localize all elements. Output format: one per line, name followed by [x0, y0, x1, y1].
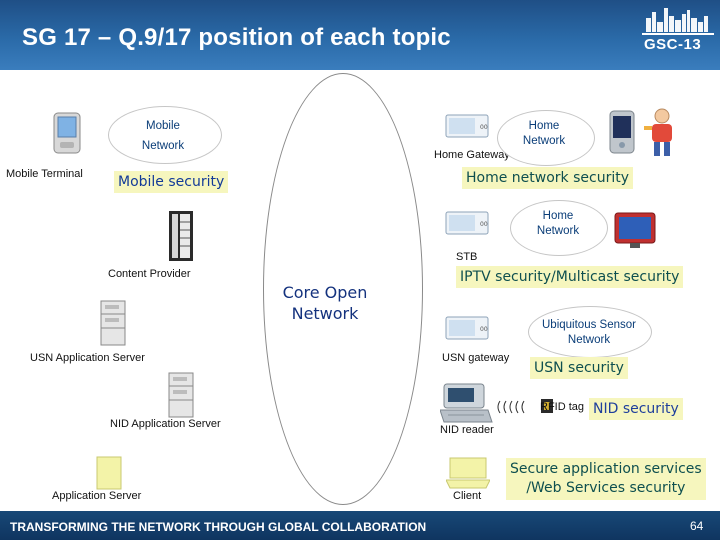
home-network-2-label-1: Home — [542, 210, 574, 222]
client-label: Client — [453, 490, 482, 502]
mobile-terminal-label: Mobile Terminal — [6, 168, 83, 180]
home-gateway-icon: 00 — [445, 114, 489, 138]
home-network-1-label-1: Home — [528, 120, 560, 132]
rfid-tag-label: RFID tag — [540, 401, 585, 413]
usn-cloud-label-2: Network — [567, 334, 611, 346]
mobile-network-cloud — [108, 106, 222, 164]
stb-label: STB — [456, 251, 478, 263]
content-provider-server-icon — [169, 211, 193, 261]
secure-app-line-2: /Web Services security — [526, 480, 686, 496]
home-network-cloud-1 — [497, 110, 595, 166]
svg-text:00: 00 — [480, 326, 488, 333]
svg-text:00: 00 — [480, 124, 488, 131]
home-network-cloud-2 — [510, 200, 608, 256]
usn-app-server-icon — [100, 300, 126, 346]
iptv-security-label: IPTV security/Multicast security — [456, 266, 684, 288]
home-network-security-label: Home network security — [462, 167, 633, 189]
content-provider-label: Content Provider — [108, 268, 191, 280]
home-network-1-label-2: Network — [522, 135, 566, 147]
home-network-2-label-2: Network — [536, 225, 580, 237]
core-network-ellipse — [263, 73, 423, 505]
tv-icon — [614, 212, 656, 248]
footer-tagline: TRANSFORMING THE NETWORK THROUGH GLOBAL … — [10, 520, 427, 534]
client-icon — [446, 457, 490, 489]
footer-bar: TRANSFORMING THE NETWORK THROUGH GLOBAL … — [0, 511, 720, 540]
header-bar: SG 17 – Q.9/17 position of each topic GS… — [0, 0, 720, 70]
usn-cloud-label-1: Ubiquitous Sensor — [542, 319, 636, 331]
nid-security-label: NID security — [589, 398, 683, 420]
usn-app-server-label: USN Application Server — [30, 352, 145, 364]
app-server-label: Application Server — [52, 490, 142, 502]
app-server-icon — [96, 456, 122, 490]
mobile-security-label: Mobile security — [114, 171, 229, 193]
person-icon — [644, 108, 672, 156]
nid-app-server-icon — [168, 372, 194, 418]
secure-app-line-1: Secure application services — [510, 461, 702, 477]
usn-gateway-icon: 00 — [445, 316, 489, 340]
page-number: 64 — [690, 519, 704, 533]
gsc-logo-icon — [642, 8, 714, 35]
remote-device-icon — [609, 110, 635, 154]
mobile-network-label-1: Mobile — [146, 120, 180, 132]
nid-reader-icon — [440, 383, 493, 423]
stb-icon: 00 — [445, 211, 489, 235]
pda-icon — [53, 112, 81, 154]
home-gateway-label: Home Gateway — [434, 149, 510, 161]
logo-text: GSC-13 — [644, 36, 702, 53]
page-title: SG 17 – Q.9/17 position of each topic — [22, 24, 451, 51]
core-network-label: Core Open Network — [282, 283, 368, 323]
rfid-tag-icon — [541, 399, 553, 413]
mobile-network-label-2: Network — [141, 140, 185, 152]
rfid-signal-icon — [497, 400, 525, 414]
svg-text:00: 00 — [480, 221, 488, 228]
usn-gateway-label: USN gateway — [442, 352, 510, 364]
nid-reader-label: NID reader — [440, 424, 494, 436]
usn-security-label: USN security — [530, 357, 628, 379]
nid-app-server-label: NID Application Server — [110, 418, 221, 430]
secure-app-security-label: Secure application services /Web Service… — [506, 458, 706, 500]
